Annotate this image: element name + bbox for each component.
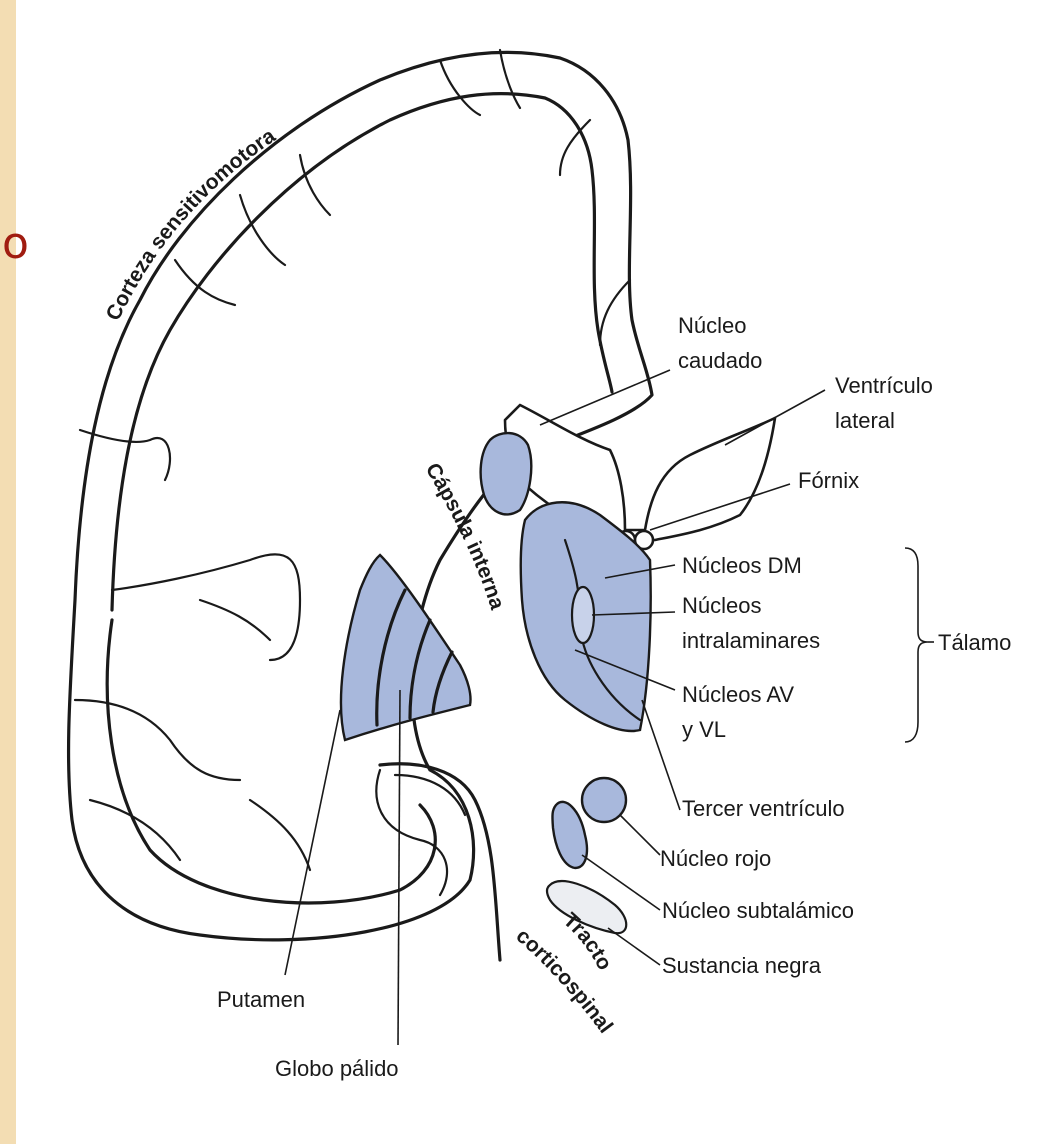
caudate-nucleus	[481, 433, 532, 514]
leader-line-substantia-nigra	[608, 928, 660, 965]
label-intralaminar-line1: Núcleos	[682, 593, 761, 618]
label-thalamus: Tálamo	[938, 630, 1011, 655]
leader-line-lateral-ventricle	[725, 390, 825, 445]
leader-line-third-ventricle	[642, 700, 680, 810]
red-nucleus	[582, 778, 626, 822]
intralaminar-nuclei	[572, 587, 594, 643]
subthalamic-nucleus	[552, 802, 587, 868]
thalamus-bracket	[905, 548, 928, 742]
label-red-nucleus: Núcleo rojo	[660, 846, 771, 871]
cortex-sulcus	[600, 280, 630, 345]
cortex-sulcus	[500, 50, 520, 108]
leader-line-red-nucleus	[620, 815, 660, 855]
label-globus-pallidus: Globo pálido	[275, 1056, 399, 1081]
cortex-sulcus	[440, 60, 480, 115]
label-subthalamic-nucleus: Núcleo subtalámico	[662, 898, 854, 923]
cortex-sulcus	[250, 800, 310, 870]
label-third-ventricle: Tercer ventrículo	[682, 796, 845, 821]
corticospinal-tract-inner	[395, 775, 465, 815]
label-substantia-nigra: Sustancia negra	[662, 953, 822, 978]
cortex-sulcus	[112, 554, 300, 660]
cortex-sulcus	[376, 770, 447, 895]
label-lateral-ventricle-line1: Ventrículo	[835, 373, 933, 398]
cortex-sulcus	[75, 700, 240, 780]
label-lateral-ventricle-line2: lateral	[835, 408, 895, 433]
cortex-sulcus	[560, 120, 590, 175]
label-caudate-line2: caudado	[678, 348, 762, 373]
label-dm-nuclei: Núcleos DM	[682, 553, 802, 578]
cortex-sulcus	[200, 600, 270, 640]
leader-line-globus-pallidus	[398, 690, 400, 1045]
label-av-vl-line1: Núcleos AV	[682, 682, 794, 707]
label-intralaminar-line2: intralaminares	[682, 628, 820, 653]
cortex-sulcus	[90, 800, 180, 860]
lentiform-nucleus	[341, 555, 471, 740]
label-caudate-line1: Núcleo	[678, 313, 746, 338]
label-fornix: Fórnix	[798, 468, 859, 493]
cortex-sulcus	[300, 155, 330, 215]
label-av-vl-line2: y VL	[682, 717, 726, 742]
label-putamen: Putamen	[217, 987, 305, 1012]
cortex-sulcus	[175, 260, 235, 305]
